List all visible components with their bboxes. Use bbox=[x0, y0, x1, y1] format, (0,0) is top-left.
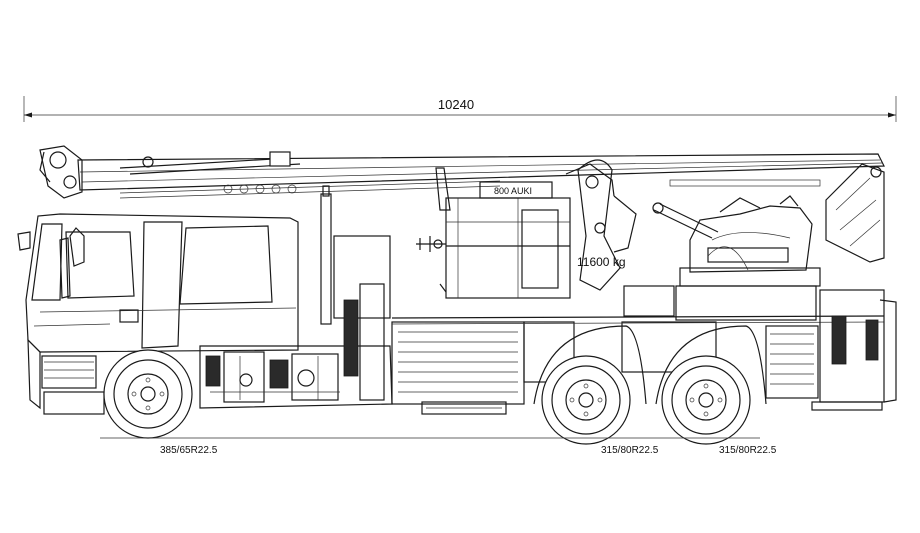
wheel-rear-2 bbox=[661, 355, 751, 445]
rescue-basket: 800 AUKI 11600 kg bbox=[416, 159, 637, 299]
cab bbox=[17, 213, 299, 415]
tire-label-front: 385/65R22.5 bbox=[160, 445, 218, 456]
body-compartments bbox=[199, 235, 897, 415]
tire-label-rear-1: 315/80R22.5 bbox=[601, 445, 659, 456]
turntable-seat bbox=[675, 195, 821, 321]
wheel-front bbox=[103, 349, 193, 439]
overall-length-dimension: 10240 bbox=[23, 96, 897, 122]
wheel-rear-1 bbox=[541, 355, 631, 445]
platform-label: 800 AUKI bbox=[494, 186, 532, 196]
aerial-boom bbox=[39, 145, 885, 325]
tire-label-rear-2: 315/80R22.5 bbox=[719, 445, 777, 456]
boom-holes bbox=[223, 184, 297, 194]
overall-length-label: 10240 bbox=[438, 97, 474, 112]
weight-label: 11600 kg bbox=[577, 255, 626, 269]
